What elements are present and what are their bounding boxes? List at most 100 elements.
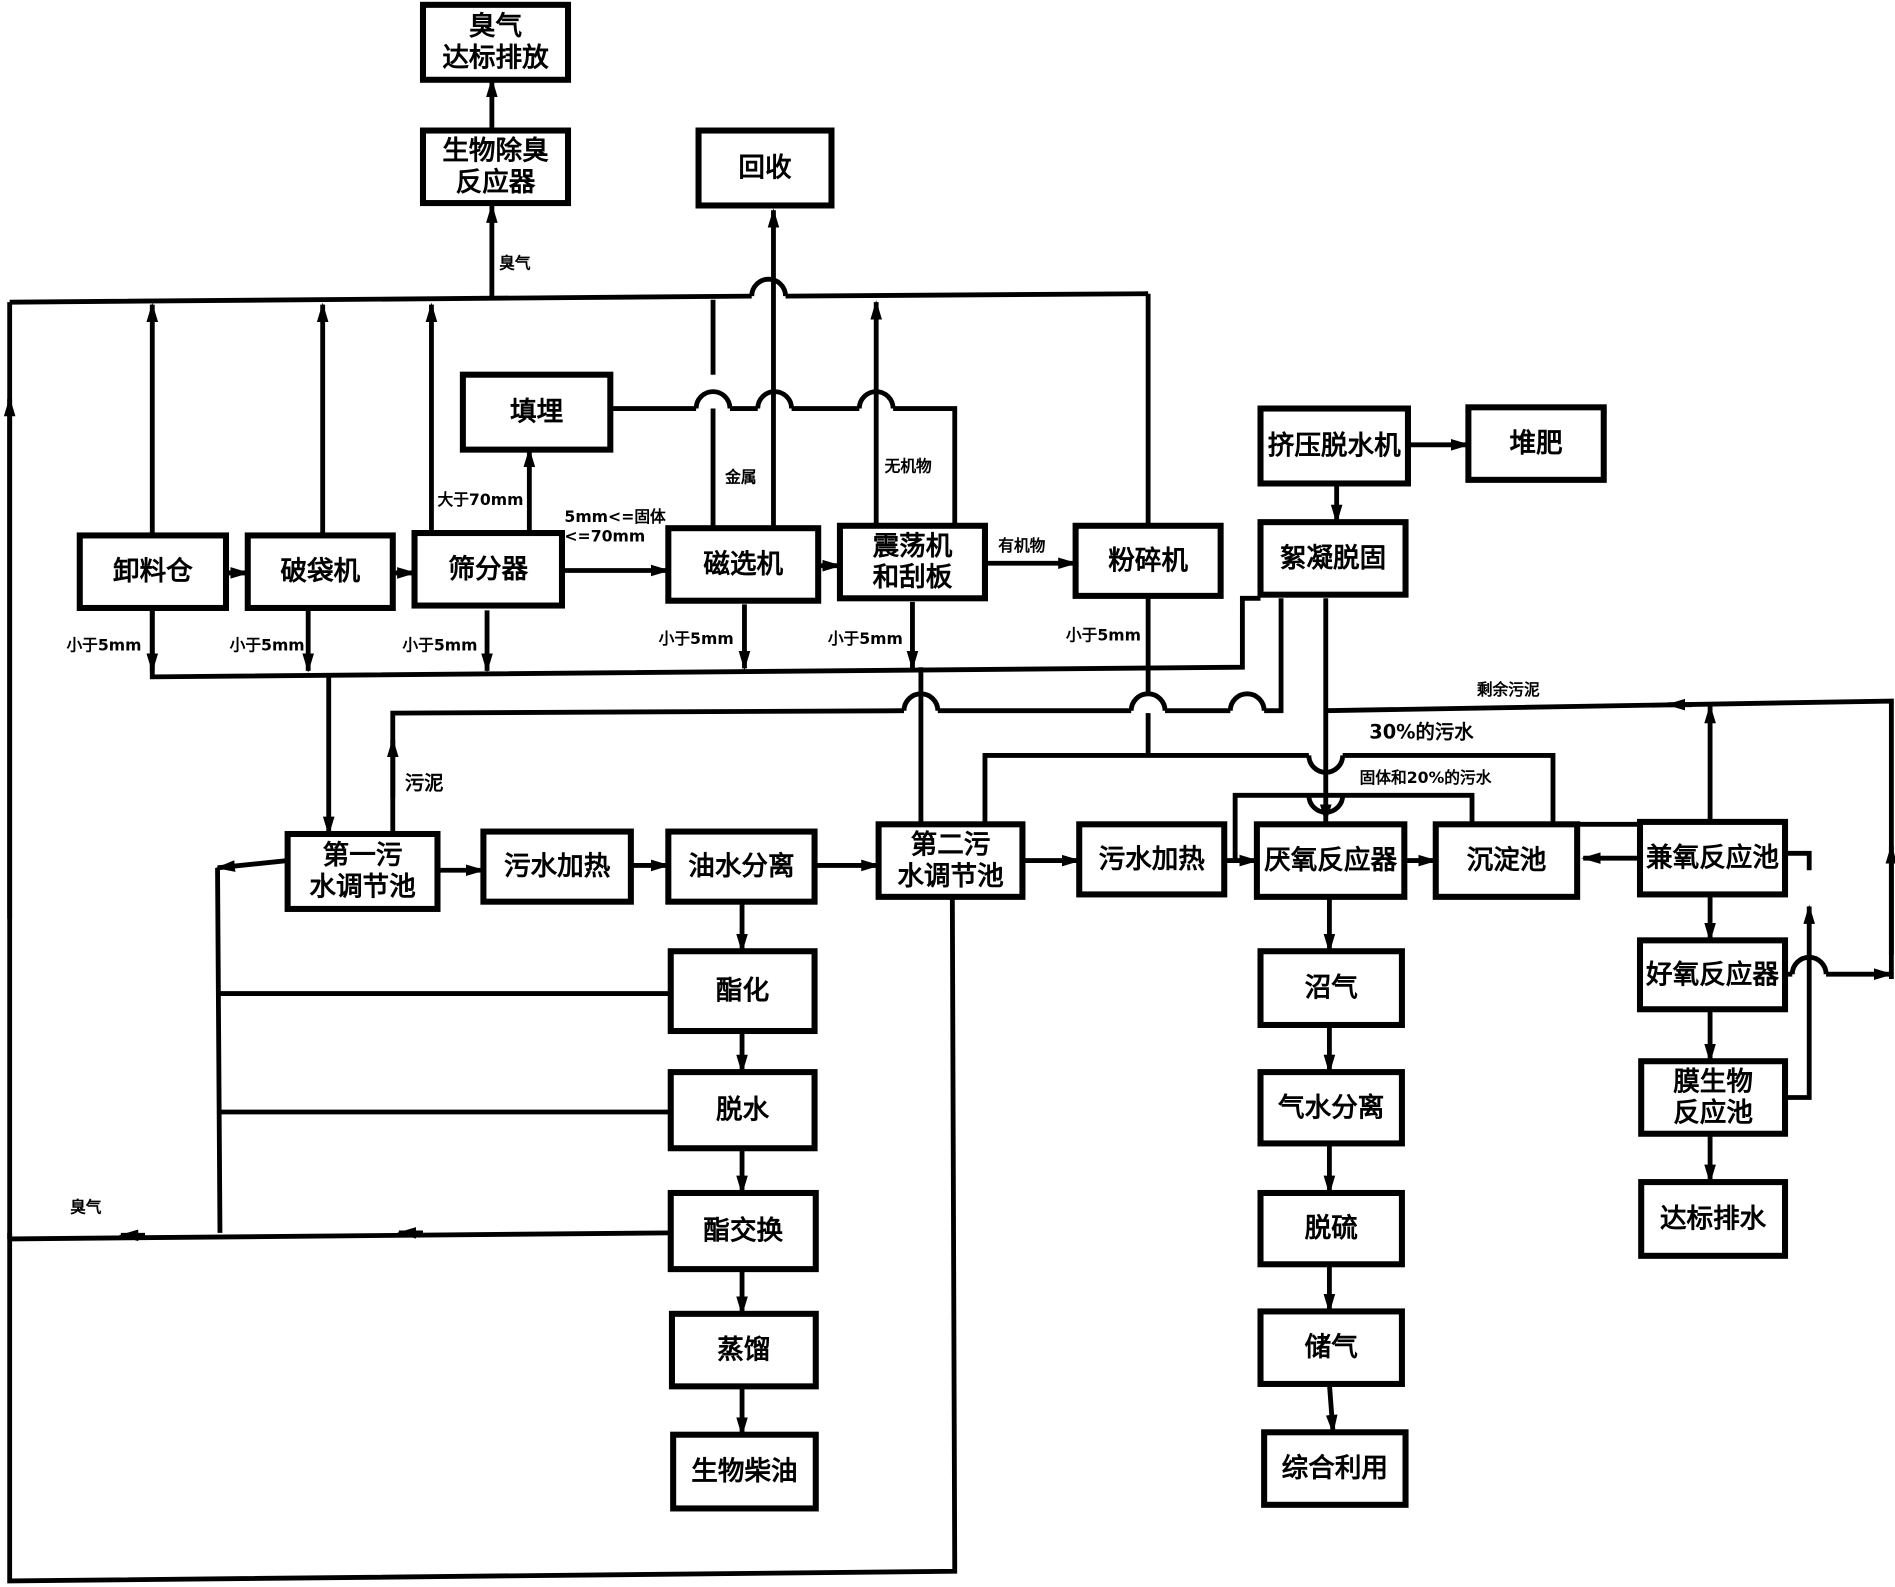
label-solid20: 固体和20%的污水 [1360, 768, 1492, 787]
box-frame [1257, 519, 1409, 598]
box-label: 填埋 [510, 397, 564, 428]
box-frame [411, 530, 565, 609]
label-odor-top: 臭气 [499, 253, 531, 272]
box-distill: 蒸馏 [668, 1310, 819, 1390]
box-unloading: 卸料仓 [76, 532, 230, 611]
box-desulfur: 脱硫 [1257, 1189, 1405, 1268]
box-frame [1638, 1058, 1789, 1137]
connectors [3, 77, 1895, 1584]
box-screen: 筛分器 [411, 530, 565, 609]
box-heat1: 污水加热 [480, 828, 634, 905]
label-excess-sludge: 剩余污泥 [1477, 680, 1540, 699]
box-discharge-water: 达标排水 [1638, 1179, 1789, 1259]
box-frame [1432, 821, 1581, 900]
box-compost: 堆肥 [1465, 404, 1607, 483]
box-frame [419, 1, 572, 83]
box-label: 回收 [738, 153, 792, 184]
box-transester: 酯交换 [667, 1189, 819, 1273]
box-frame [284, 830, 441, 912]
box-frame [1257, 405, 1411, 487]
box-frame [480, 828, 634, 905]
box-label: 水调节池 [309, 872, 416, 903]
label-range2: <=70mm [564, 526, 645, 545]
box-crusher: 粉碎机 [1072, 522, 1224, 599]
sludge-bump-3 [1227, 691, 1267, 711]
box-label: 水调节池 [897, 861, 1004, 892]
box-gas-water: 气水分离 [1257, 1069, 1405, 1147]
label-metal: 金属 [724, 467, 756, 486]
box-label: 污水加热 [504, 851, 611, 882]
box-frame [836, 522, 988, 602]
tank1-to-left [215, 858, 288, 872]
box-label: 和刮板 [873, 562, 953, 593]
label-range1: 5mm<=固体 [564, 507, 666, 526]
box-frame [1638, 1179, 1789, 1259]
box-biogas: 沼气 [1257, 948, 1405, 1028]
box-frame [419, 127, 572, 207]
magnetic-odor-bump [693, 389, 733, 409]
box-frame [665, 828, 818, 905]
box-oil-water: 油水分离 [665, 828, 818, 905]
box-gas-store: 储气 [1257, 1308, 1405, 1387]
box-frame [1257, 948, 1405, 1028]
aerobic-bump [1789, 954, 1829, 975]
label-lt5-3: 小于5mm [402, 635, 477, 654]
box-bag-breaker: 破袋机 [244, 532, 396, 611]
box-frame [668, 1310, 819, 1390]
box-label: 筛分器 [448, 554, 528, 585]
box-label: 第一污 [323, 840, 403, 871]
box-label: 生物柴油 [691, 1456, 797, 1487]
box-label: 酯交换 [703, 1216, 783, 1247]
sludge-line [390, 598, 1284, 834]
left-collector [9, 867, 671, 1242]
box-frame [1636, 818, 1789, 898]
edge-labels: 臭气 臭气 大于70mm 5mm<=固体 <=70mm 金属 无机物 有机物 小… [66, 253, 1539, 1216]
box-label: 油水分离 [688, 851, 794, 882]
box-label: 兼氧反应池 [1646, 843, 1779, 874]
sludge-bump-2 [1128, 691, 1168, 711]
tank2-fines [982, 753, 1556, 825]
box-flocculation: 絮凝脱固 [1257, 519, 1409, 598]
box-label: 脱硫 [1305, 1213, 1359, 1244]
box-label: 破袋机 [280, 556, 360, 587]
box-frame [695, 127, 835, 209]
box-sediment: 沉淀池 [1432, 821, 1581, 900]
box-label: 挤压脱水机 [1268, 431, 1401, 462]
label-lt5-2: 小于5mm [230, 635, 305, 654]
box-label: 脱水 [716, 1095, 770, 1126]
box-frame [875, 821, 1026, 900]
box-frame [459, 371, 614, 453]
label-lt5-4: 小于5mm [659, 629, 734, 648]
store-to-utilize [1325, 1383, 1338, 1435]
box-frame [244, 532, 396, 611]
box-frame [1257, 1308, 1405, 1387]
box-frame [667, 1069, 818, 1152]
box-label: 絮凝脱固 [1280, 543, 1386, 574]
box-aerobic: 好氧反应器 [1636, 937, 1789, 1013]
box-esterify: 酯化 [667, 948, 818, 1035]
box-frame [1072, 522, 1224, 599]
box-label: 反应池 [1673, 1098, 1753, 1129]
box-label: 气水分离 [1277, 1092, 1384, 1123]
box-label: 膜生物 [1673, 1066, 1753, 1097]
box-label: 震荡机 [873, 531, 953, 562]
box-label: 好氧反应器 [1645, 959, 1779, 990]
box-frame [76, 532, 230, 611]
box-label: 磁选机 [703, 549, 783, 580]
label-odor-left: 臭气 [70, 1197, 102, 1216]
box-dehydrate: 脱水 [667, 1069, 818, 1152]
anaerobic-recirc-bump [1306, 795, 1346, 815]
bottom-loop [7, 896, 958, 1584]
box-biodiesel: 生物柴油 [670, 1431, 819, 1512]
box-label: 厌氧反应器 [1264, 845, 1397, 876]
landfill-line [610, 406, 958, 529]
box-utilize: 综合利用 [1261, 1429, 1409, 1508]
box-heat2: 污水加热 [1076, 821, 1228, 898]
box-recycle: 回收 [695, 127, 835, 209]
